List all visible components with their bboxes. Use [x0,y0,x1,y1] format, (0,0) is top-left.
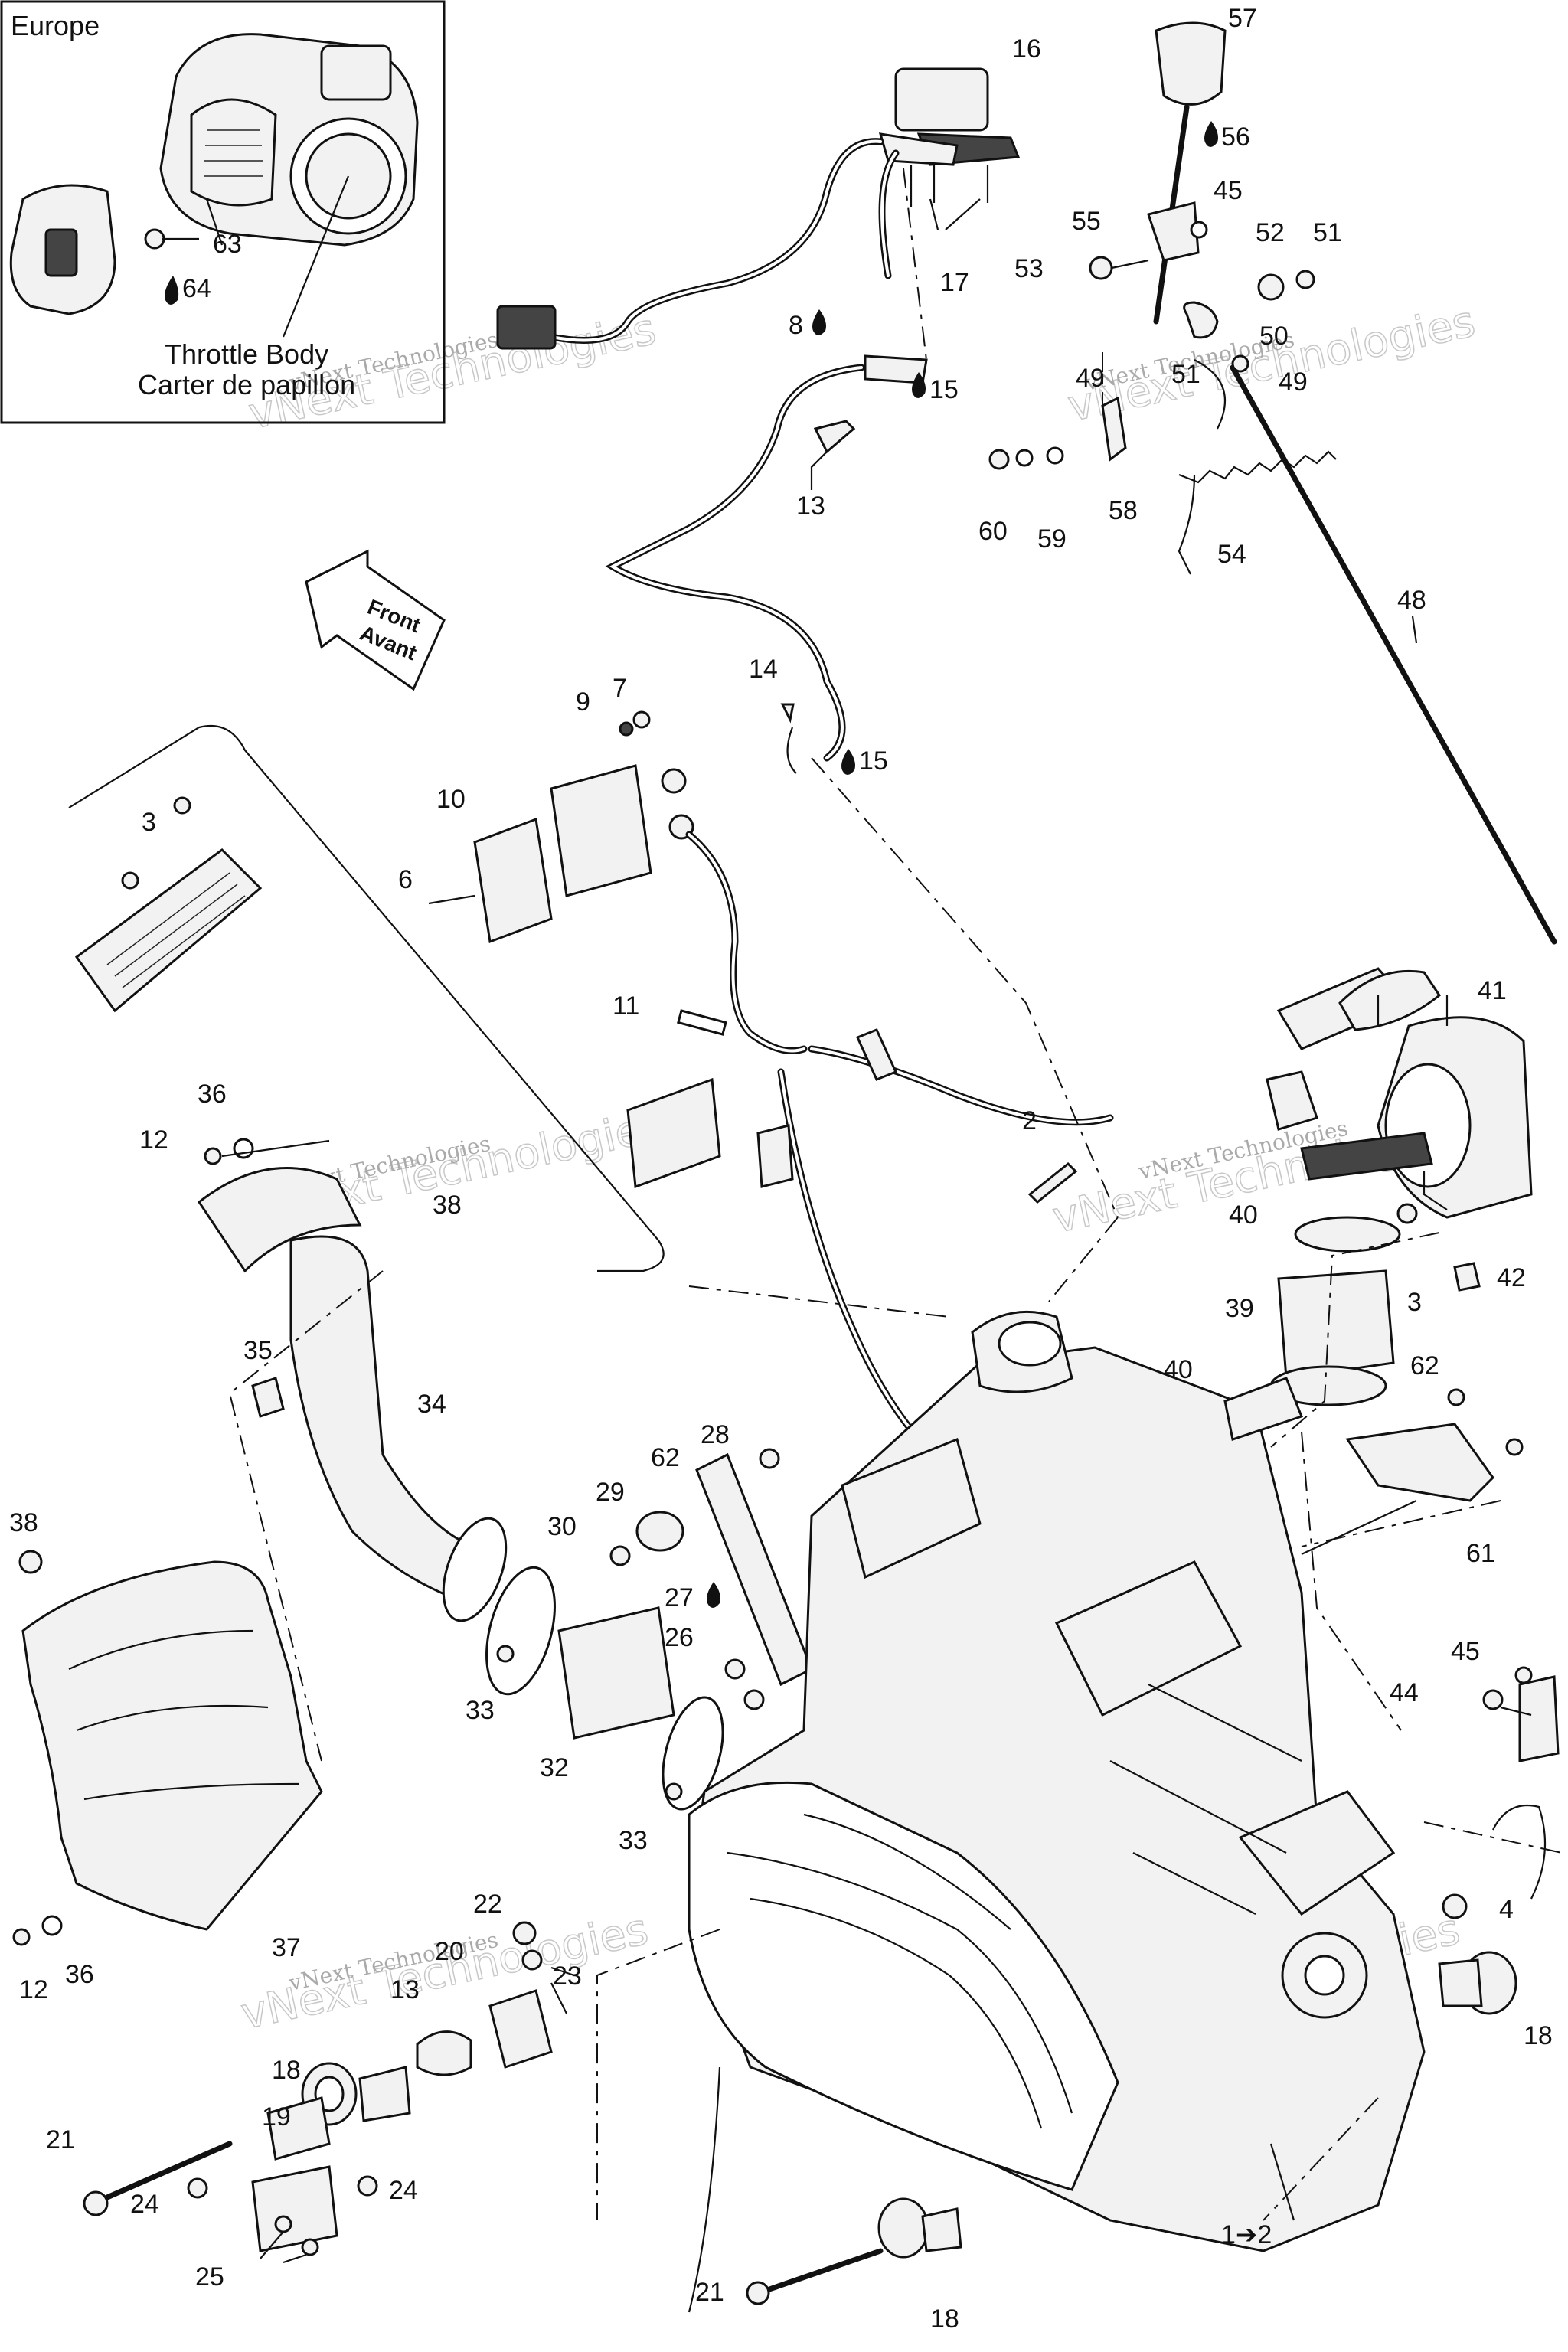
callout-51b: 51 [1171,360,1200,389]
callout-40: 40 [1229,1200,1258,1230]
callout-31: 28 [701,1420,730,1449]
callout-59: 59 [1037,524,1067,554]
callout-33: 33 [466,1696,495,1725]
right-side-group [1438,1666,1560,2015]
callout-29: 29 [596,1478,625,1507]
inset-title-en: Throttle Body [165,338,328,370]
intake-tube-group [485,1448,813,1811]
callout-13: 13 [796,492,825,521]
callout-19: 19 [262,2102,291,2132]
callout-20: 20 [435,1937,464,1966]
callout-28: 62 [651,1443,680,1472]
callout-23: 23 [553,1962,582,1991]
callout-16: 16 [1012,34,1041,64]
gear-shift-group [988,21,1557,945]
callout-11: 11 [612,991,639,1021]
callout-2: 2 [1022,1106,1037,1135]
throttle-body-drawing [9,33,419,338]
callout-24: 24 [130,2190,159,2219]
callout-18c: 18 [930,2305,959,2334]
callout-8: 8 [789,311,803,340]
callout-45: 45 [1214,176,1243,205]
callout-15b: 15 [859,746,888,776]
callout-12: 12 [139,1125,168,1155]
callout-55: 55 [1072,207,1101,236]
grease-drop-icon [165,276,179,305]
callout-39: 39 [1225,1294,1254,1323]
callout-62: 62 [1410,1351,1439,1380]
callout-3b: 3 [1407,1288,1422,1317]
callout-51: 51 [1313,218,1342,247]
coil-group [428,703,797,1036]
callout-7: 7 [612,674,627,703]
leader-lines [228,757,1563,2313]
callout-22: 22 [473,1890,502,1919]
callout-36: 36 [198,1080,227,1109]
grease-drop-icon [707,1582,720,1608]
callout-32: 32 [540,1753,569,1782]
module-group [68,724,665,1272]
callout-12b: 12 [19,1975,48,2004]
callout-1to2: 1➔2 [1221,2220,1272,2249]
callout-10: 10 [436,785,466,814]
bottom-mount-group [746,2197,962,2305]
callout-4: 4 [1499,1895,1514,1924]
callout-33b: 33 [619,1826,648,1855]
heat-shield-group [12,1550,323,1946]
callout-64: 64 [182,274,211,303]
callout-45b: 45 [1451,1637,1480,1666]
callout-42: 42 [1497,1263,1526,1292]
callout-52: 52 [1256,218,1285,247]
callout-61: 61 [1466,1539,1495,1568]
callout-34: 34 [417,1390,446,1419]
grease-drop-icon [841,749,855,775]
callout-18: 18 [272,2056,301,2085]
callout-13b: 13 [390,1975,420,2004]
callout-14: 14 [749,655,778,684]
callout-3: 3 [142,808,156,837]
callout-56: 56 [1221,122,1250,152]
inset-region-label: Europe [11,10,100,41]
grease-drop-icon [812,309,826,335]
callout-58: 58 [1109,496,1138,525]
callout-21: 21 [46,2125,75,2154]
callout-63: 63 [213,230,242,259]
callout-41: 41 [1478,976,1507,1005]
engine-block [688,1310,1426,2252]
callout-50: 50 [1259,322,1289,351]
callout-38: 38 [433,1191,462,1220]
callout-27: 27 [665,1583,694,1612]
callout-18b: 18 [1524,2021,1553,2050]
callout-26: 26 [665,1623,694,1652]
callout-44: 44 [1390,1678,1419,1707]
callout-30: 30 [547,1512,577,1541]
callout-24b: 24 [389,2176,418,2205]
grease-drop-icon [912,372,926,398]
callout-15: 15 [929,375,959,404]
callout-21b: 21 [695,2278,724,2307]
callout-37: 37 [272,1933,301,1962]
callout-54: 54 [1217,540,1246,569]
callout-38b: 38 [9,1508,38,1537]
inset-title-fr: Carter de papillon [138,369,355,400]
air-duct-group [197,1138,508,1622]
callout-17: 17 [940,268,969,297]
callout-6: 6 [398,865,413,894]
callout-60: 60 [978,517,1008,546]
callout-25: 25 [195,2262,224,2292]
callout-57: 57 [1228,4,1257,33]
callout-9: 9 [576,688,590,717]
air-intake-group [1266,967,1533,1406]
front-arrow: Front Avant [305,549,446,691]
callout-48: 48 [1397,586,1426,615]
callout-53: 53 [1014,254,1044,283]
callout-35: 35 [243,1336,273,1365]
callout-36b: 36 [65,1960,94,1989]
grease-drop-icon [1204,121,1218,147]
callout-49: 49 [1076,364,1105,393]
callout-49b: 49 [1279,368,1308,397]
engine-mount-group [83,1921,575,2264]
europe-inset: Europe 63 64 Throttle Body Carter de pap… [0,0,446,424]
